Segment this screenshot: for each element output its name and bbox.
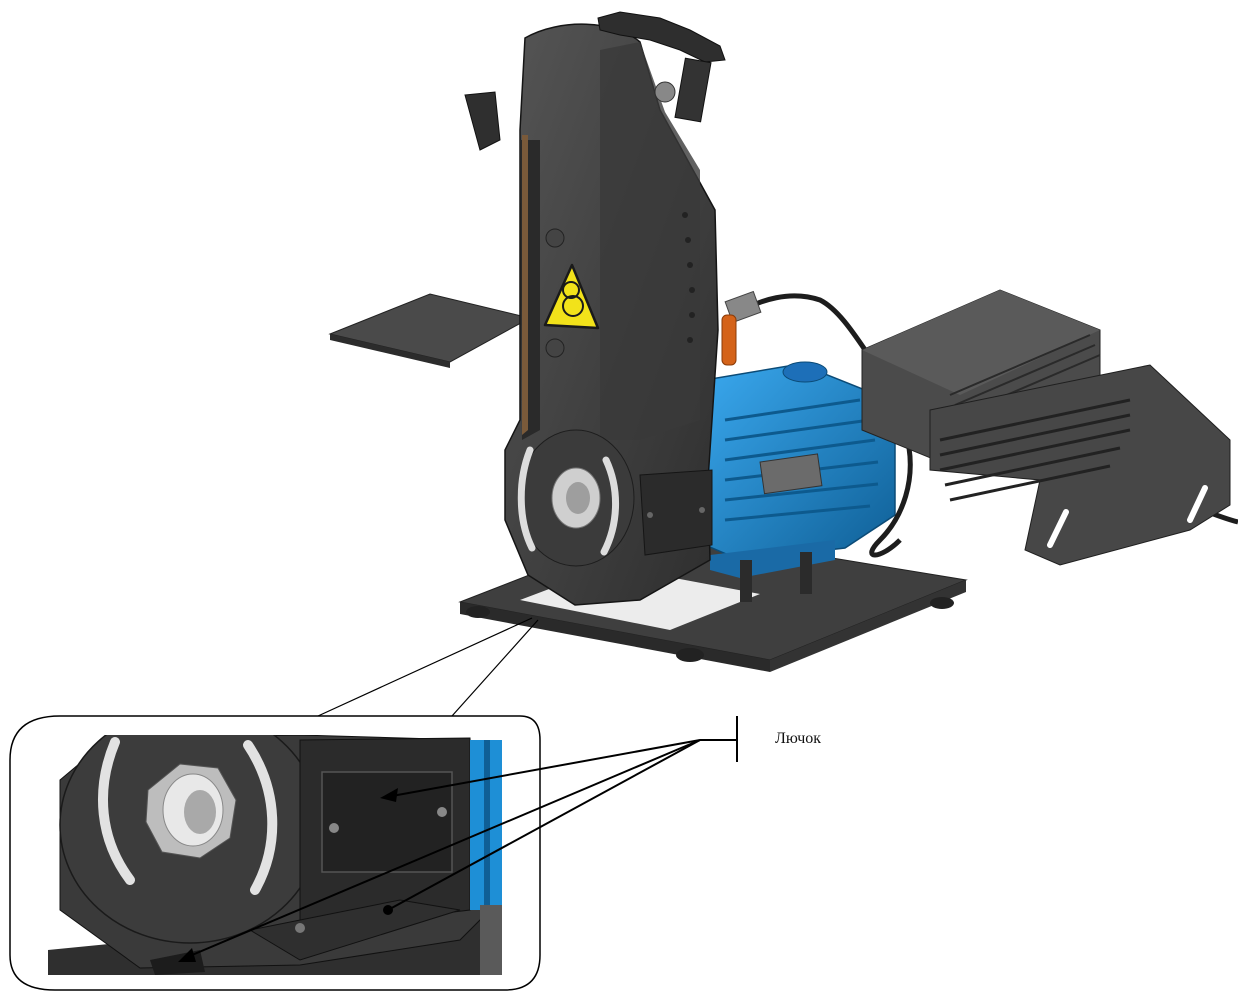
callout-label-hatch: Лючок <box>775 730 822 747</box>
electric-motor <box>704 361 896 602</box>
work-rest-table <box>328 293 532 368</box>
orange-tensioner <box>721 314 737 366</box>
cable-gland <box>724 290 762 324</box>
belt-housing <box>464 23 719 606</box>
tension-lever <box>597 11 726 123</box>
callout-arrowheads <box>178 788 398 962</box>
detail-inset-view <box>48 735 502 975</box>
zoom-leader-lines <box>317 617 539 717</box>
callout-leader-lines <box>184 716 738 959</box>
control-box <box>861 289 1231 566</box>
hand-entanglement-warning-icon <box>543 263 600 330</box>
hatch-cover <box>321 771 453 873</box>
